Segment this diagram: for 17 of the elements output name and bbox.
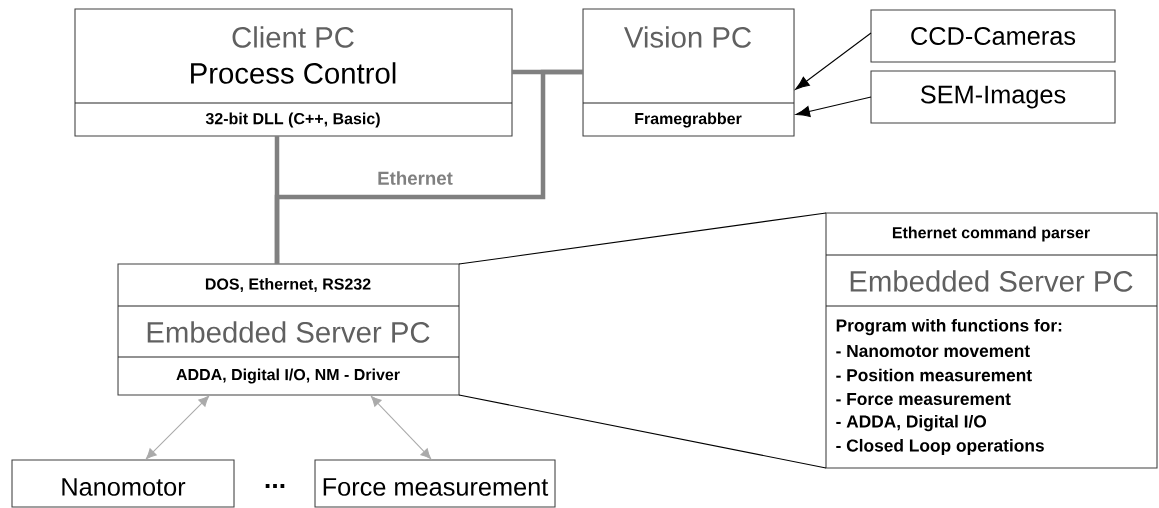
detail-box: Ethernet command parser Embedded Server PC Program with functions for: - Nanomotor movement - Position measurement - Force measurement - ADDA, Digital I/O - Closed Loop operations xyxy=(825,212,1158,469)
double-arrow xyxy=(145,395,210,460)
computer-box: Vision PC Framegrabber xyxy=(582,8,795,137)
ellipsis: ... xyxy=(265,484,285,488)
double-arrow xyxy=(370,395,432,460)
server-box: DOS, Ethernet, RS232 Embedded Server PC ADDA, Digital I/O, NM - Driver xyxy=(117,263,460,396)
source-box: CCD-Cameras xyxy=(870,9,1116,63)
computer-box: Client PC Process Control 32-bit DLL (C++, Basic) xyxy=(74,8,513,137)
arrow xyxy=(795,96,872,117)
zoom-line xyxy=(458,212,827,265)
device-box: Force measurement xyxy=(314,459,556,508)
device-box: Nanomotor xyxy=(11,459,235,508)
edge-label: Ethernet xyxy=(375,169,455,187)
source-box: SEM-Images xyxy=(870,70,1116,124)
zoom-line xyxy=(458,394,827,469)
arrow xyxy=(795,32,872,90)
network-line xyxy=(274,69,583,264)
